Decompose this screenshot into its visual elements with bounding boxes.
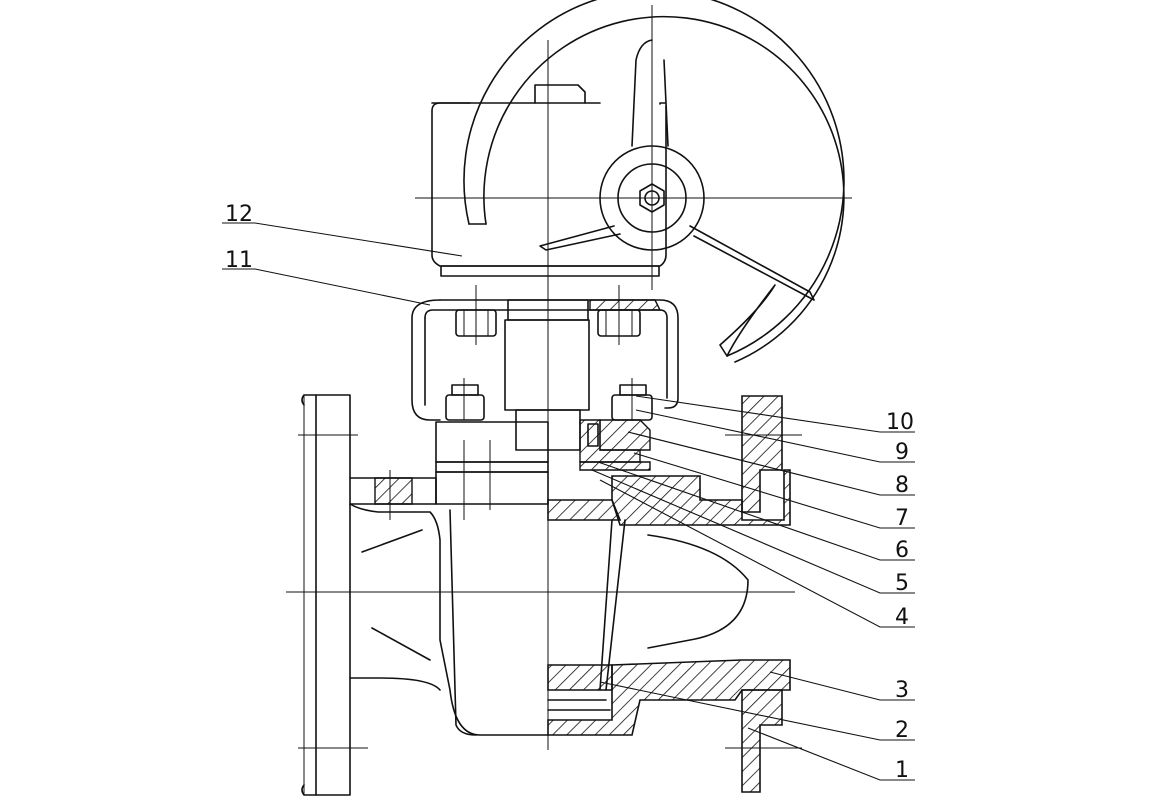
callout-10: 10 [886,410,914,435]
callout-leaders [222,222,915,781]
callout-6: 6 [895,538,909,563]
callout-11: 11 [225,248,253,273]
callout-7: 7 [895,506,909,531]
callout-4: 4 [895,605,909,630]
callout-1: 1 [895,758,909,783]
callout-5: 5 [895,571,909,596]
callout-3: 3 [895,678,909,703]
gearbox [431,84,667,277]
callout-labels: 12 11 10 9 8 7 6 5 4 3 2 1 [225,202,914,783]
bracket [411,299,679,451]
callout-8: 8 [895,473,909,498]
handwheel [463,0,845,363]
callout-9: 9 [895,440,909,465]
center-lines [286,5,852,750]
body-right-half-section [547,395,791,793]
bolts [445,309,653,421]
callout-12: 12 [225,202,253,227]
callout-2: 2 [895,718,909,743]
body-left-half [301,394,549,796]
